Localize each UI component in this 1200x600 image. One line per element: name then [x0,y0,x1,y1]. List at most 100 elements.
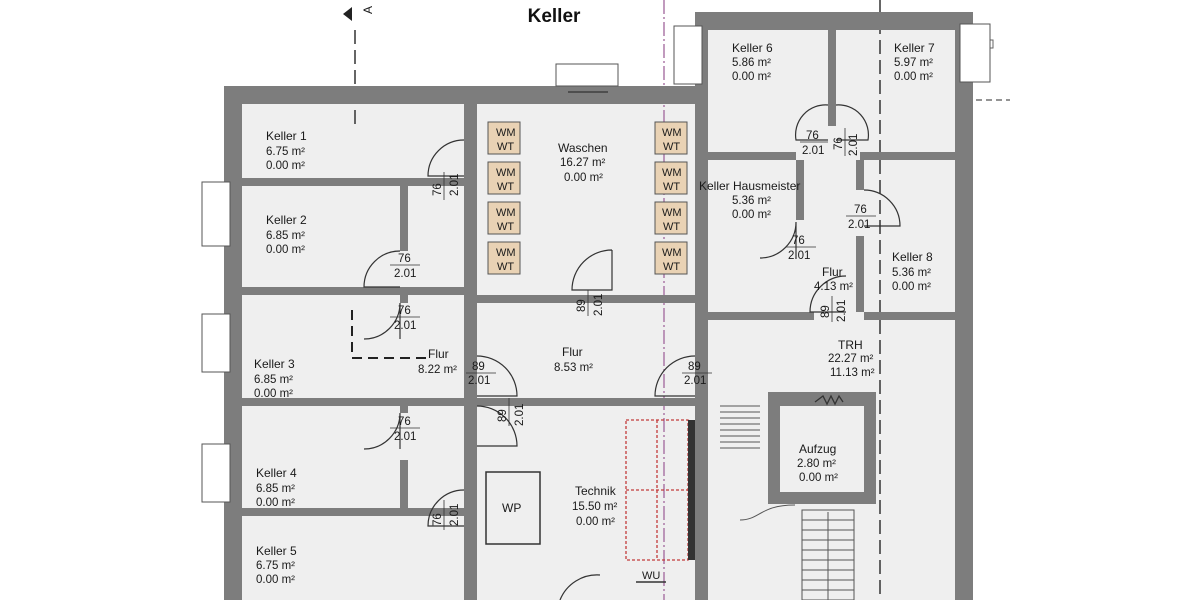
room-area: 8.22 m² [418,364,457,376]
room-area-secondary: 0.00 m² [576,516,615,528]
room-area: 22.27 m² [828,353,874,365]
door-height: 2.01 [449,174,461,196]
door-height: 2.01 [394,268,416,280]
door-width: 76 [398,253,411,265]
door-height: 2.01 [684,375,706,387]
room-name: TRH [838,338,863,352]
door-height: 2.01 [394,320,416,332]
room-waschen: Waschen 16.27 m² 0.00 m² [558,141,608,184]
section-marker-a: A [343,6,375,21]
door-width: 89 [472,361,485,373]
technik-equipment [485,419,695,561]
room-name: Keller Hausmeister [699,179,800,193]
washer-label: WM [662,207,682,219]
door-width: 76 [833,137,845,150]
room-labels: Keller 1 6.75 m² 0.00 m² Keller 2 6.85 m… [254,41,935,586]
door-width: 76 [398,416,411,428]
room-flur-right: Flur 4.13 m² [814,265,853,293]
room-area: 6.85 m² [256,483,295,495]
room-keller-4: Keller 4 6.85 m² 0.00 m² [256,466,297,509]
washer-column-left [487,121,521,275]
wu-label: WU [642,570,660,582]
room-area: 8.53 m² [554,362,593,374]
room-area: 15.50 m² [572,501,618,513]
room-area: 6.75 m² [256,560,295,572]
room-area: 6.85 m² [254,374,293,386]
door-height: 2.01 [394,431,416,443]
room-name: Flur [428,347,449,361]
room-flur-left: Flur 8.22 m² [418,347,457,376]
door-height: 2.01 [593,294,605,316]
dryer-label: WT [497,181,514,193]
door-swings [363,91,901,600]
door-width: 89 [820,305,832,318]
dryer-label: WT [497,261,514,273]
room-area-secondary: 11.13 m² [830,367,875,379]
room-area: 5.36 m² [732,195,771,207]
room-name: Flur [562,345,583,359]
room-name: Keller 6 [732,41,773,55]
stairs [720,405,855,600]
room-area: 5.86 m² [732,57,771,69]
door-width: 76 [398,305,411,317]
room-trh: TRH 22.27 m² 11.13 m² [828,338,875,379]
room-area-secondary: 0.00 m² [732,71,771,83]
door-width: 76 [854,204,867,216]
room-keller-2: Keller 2 6.85 m² 0.00 m² [266,213,307,256]
room-area-secondary: 0.00 m² [256,497,295,509]
room-area: 6.75 m² [266,146,305,158]
heat-pump-box [485,471,541,545]
room-keller-3: Keller 3 6.85 m² 0.00 m² [254,357,295,400]
room-name: Keller 4 [256,466,297,480]
door-width: 76 [432,183,444,196]
room-name: Keller 3 [254,357,295,371]
room-aufzug: Aufzug 2.80 m² 0.00 m² [797,442,838,484]
door-dimensions: 76 2.01 76 2.01 76 2.01 76 2.01 76 2.01 … [390,128,876,530]
washer-label: WM [662,167,682,179]
section-marker-label: A [361,6,375,14]
room-name: Waschen [558,141,608,155]
door-height: 2.01 [449,504,461,526]
door-height: 2.01 [848,219,870,231]
room-area: 5.36 m² [892,267,931,279]
door-height: 2.01 [836,300,848,322]
room-name: Flur [822,265,843,279]
room-area: 5.97 m² [894,57,933,69]
room-area-secondary: 0.00 m² [256,574,295,586]
room-area-secondary: 0.00 m² [266,160,305,172]
door-width: 76 [432,513,444,526]
elevator-symbol [814,394,844,406]
room-area-secondary: 0.00 m² [254,388,293,400]
room-technik: Technik 15.50 m² 0.00 m² [572,484,618,528]
room-area: 6.85 m² [266,230,305,242]
room-name: Keller 8 [892,250,933,264]
room-keller-5: Keller 5 6.75 m² 0.00 m² [256,544,297,586]
room-area: 16.27 m² [560,157,606,169]
door-height: 2.01 [788,250,810,262]
room-area: 4.13 m² [814,281,853,293]
room-keller-6: Keller 6 5.86 m² 0.00 m² [732,41,773,83]
room-name: Technik [575,484,617,498]
room-flur-center: Flur 8.53 m² [554,345,593,374]
room-area-secondary: 0.00 m² [892,281,931,293]
room-name: Keller 7 [894,41,935,55]
windows [201,23,991,503]
tank-bar [688,420,695,560]
hidden-edge [351,310,430,359]
door-height: 2.01 [802,145,824,157]
room-keller-1: Keller 1 6.75 m² 0.00 m² [266,129,307,172]
door-height: 2.01 [468,375,490,387]
room-area-secondary: 0.00 m² [894,71,933,83]
washer-label: WM [662,247,682,259]
room-area-secondary: 0.00 m² [732,209,771,221]
page-title: Keller [527,6,581,27]
room-name: Keller 2 [266,213,307,227]
dryer-label: WT [497,141,514,153]
washer-label: WM [496,167,516,179]
room-keller-7: Keller 7 5.97 m² 0.00 m² [894,41,935,83]
washer-column-right [654,121,688,275]
room-area-secondary: 0.00 m² [266,244,305,256]
door-width: 76 [806,130,819,142]
room-area-secondary: 0.00 m² [564,172,603,184]
